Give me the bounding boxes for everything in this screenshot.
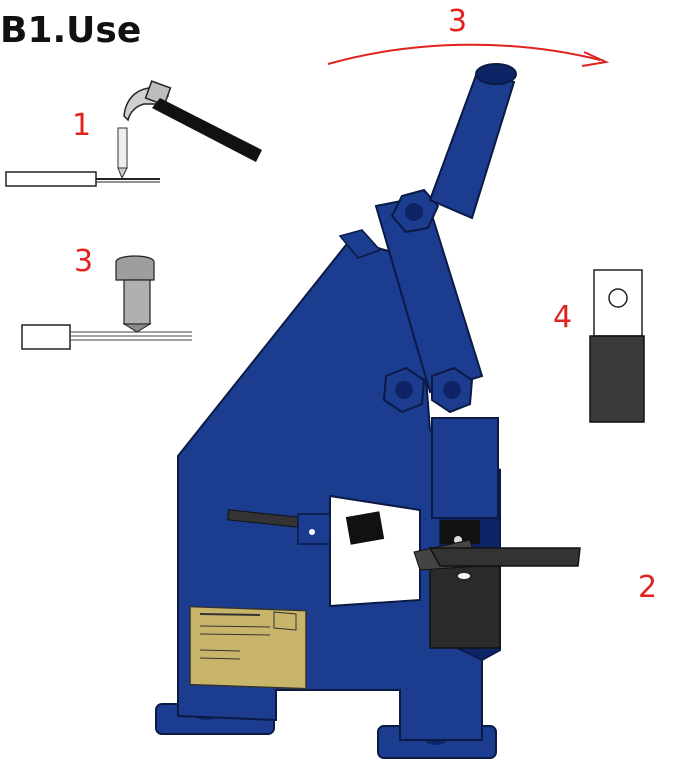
step-number-3-rotate: 3	[448, 4, 468, 39]
punch-sheet-illustration	[21, 255, 192, 350]
step-number-2: 2	[638, 570, 658, 605]
page-title: B1.Use	[0, 10, 142, 51]
lug-terminal-illustration	[589, 269, 645, 423]
hammer-pin-illustration	[5, 80, 262, 187]
step-number-3-punch: 3	[74, 244, 94, 279]
step-number-4: 4	[553, 300, 573, 335]
hammer-icon	[123, 80, 262, 162]
press-machine-illustration	[155, 63, 581, 759]
rotation-arrow	[327, 43, 610, 67]
step-number-1: 1	[72, 108, 92, 143]
